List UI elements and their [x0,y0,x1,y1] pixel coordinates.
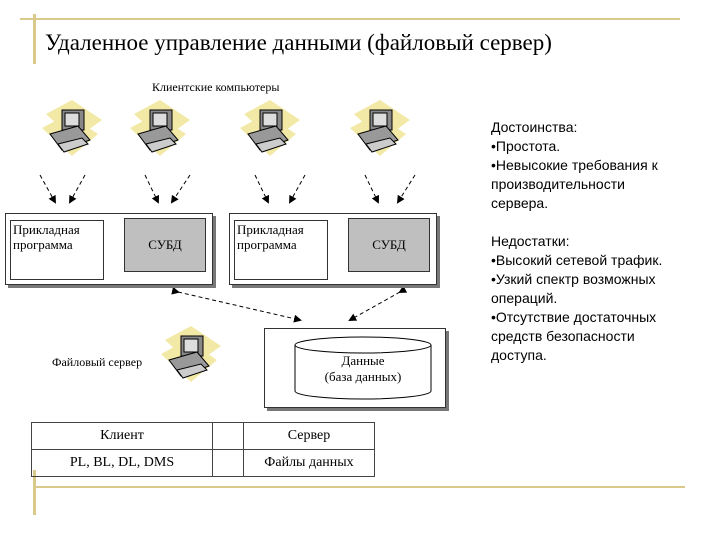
advantage-item: сервера. [491,195,549,211]
server-value-cell: Файлы данных [243,449,375,477]
client-computer-icon-4 [349,99,411,157]
disadvantages-heading: Недостатки: [491,233,570,249]
app-program-label: программа [13,237,73,252]
slide-title: Удаленное управление данными (файловый с… [45,30,552,55]
app-program-box-1: Прикладная программа [10,220,104,280]
client-app-dbms-box-1: Прикладная программа СУБД [5,213,213,285]
client-app-dbms-box-2: Прикладная программа СУБД [229,213,437,285]
top-rule [20,18,680,20]
advantage-item: •Простота. [491,138,561,154]
disadvantage-item: средств безопасности [491,328,635,344]
bottom-left-rule [33,470,36,515]
bottom-rule [33,486,685,488]
disadvantage-item: •Высокий сетевой трафик. [491,252,663,268]
client-computer-icon-1 [41,99,103,157]
server-header-cell: Сервер [243,422,375,450]
file-server-label: Файловый сервер [52,355,143,369]
database-sublabel: (база данных) [324,369,402,384]
database-cylinder-icon [294,336,432,400]
advantages-block: Достоинства: •Простота. •Невысокие требо… [491,118,658,213]
client-computer-icon-3 [239,99,301,157]
app-program-label: Прикладная [13,222,80,237]
dbms-box-1: СУБД [124,218,206,272]
data-label: Данные [341,353,385,368]
table-row: PL, BL, DL, DMS Файлы данных [31,449,375,477]
disadvantage-item: •Отсутствие достаточных [491,309,657,325]
app-program-label: программа [237,237,297,252]
clients-label: Клиентские компьютеры [152,80,280,94]
disadvantage-item: операций. [491,290,558,306]
client-value-cell: PL, BL, DL, DMS [31,449,213,477]
app-program-box-2: Прикладная программа [234,220,328,280]
disadvantage-item: •Узкий спектр возможных [491,271,656,287]
advantages-heading: Достоинства: [491,119,578,135]
file-server-computer-icon [160,325,222,383]
advantage-item: •Невысокие требования к [491,157,658,173]
app-program-label: Прикладная [237,222,304,237]
left-rule [33,14,36,64]
database-box: Данные (база данных) [264,328,446,408]
dbms-box-2: СУБД [348,218,430,272]
spacer-cell [212,422,244,450]
client-computer-icon-2 [129,99,191,157]
disadvantage-item: доступа. [491,347,547,363]
database-label: Данные (база данных) [293,353,433,385]
disadvantages-block: Недостатки: •Высокий сетевой трафик. •Уз… [491,232,662,365]
table-row: Клиент Сервер [31,422,375,450]
client-header-cell: Клиент [31,422,213,450]
advantage-item: производительности [491,176,625,192]
client-server-table: Клиент Сервер PL, BL, DL, DMS Файлы данн… [31,422,375,477]
spacer-cell [212,449,244,477]
